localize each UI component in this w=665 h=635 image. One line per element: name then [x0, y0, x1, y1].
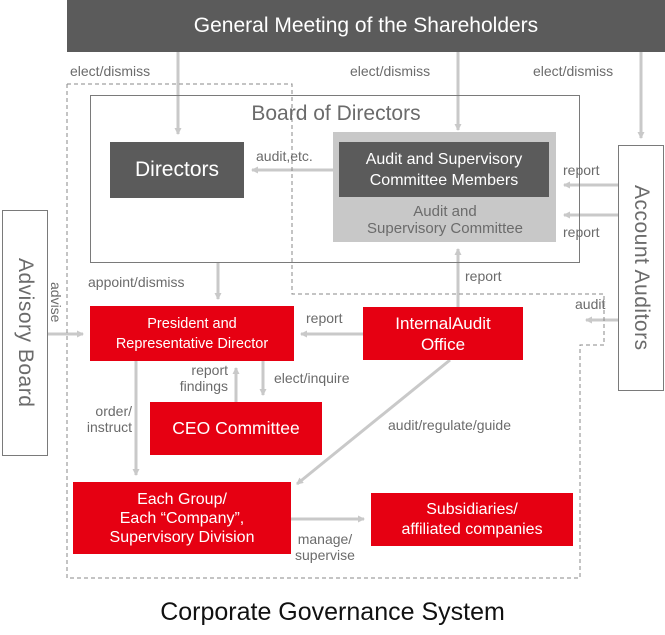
audit-members-line-2: Committee Members [369, 171, 519, 189]
audit-members-line-1: Audit and Supervisory [365, 150, 523, 168]
internal-audit-line-2: Office [420, 334, 466, 354]
arrow-internal-to-each-group [296, 358, 451, 486]
subsidiaries-line-1: Subsidiaries/ [426, 500, 518, 518]
label-report-auditors-2: report [563, 224, 600, 240]
board-of-directors-title: Board of Directors [251, 102, 421, 125]
dashed-company-boundary [66, 83, 605, 579]
label-advise-text: advise [48, 282, 64, 323]
label-report-auditors-1: report [563, 162, 600, 178]
shareholders-meeting-label: General Meeting of the Shareholders [193, 14, 539, 37]
account-auditors-box: Account Auditors [618, 145, 664, 391]
account-auditors-label: Account Auditors [630, 185, 653, 351]
label-audit-regulate-guide: audit/regulate/guide [388, 417, 511, 433]
president-box: President and Representative Director [90, 306, 294, 361]
label-order-instruct: order/ instruct [66, 403, 132, 435]
label-advise: advise [42, 282, 68, 332]
label-manage-supervise-line-1: manage/ [297, 531, 353, 547]
label-elect-dismiss-2: elect/dismiss [350, 63, 431, 79]
label-elect-dismiss-1: elect/dismiss [70, 63, 151, 79]
president-line-1: President and [147, 315, 237, 332]
label-appoint-dismiss: appoint/dismiss [88, 274, 185, 290]
label-report-findings: report findings [162, 362, 228, 394]
diagram-title: Corporate Governance System [160, 597, 505, 626]
subsidiaries-box: Subsidiaries/ affiliated companies [371, 493, 573, 546]
subsidiaries-line-2: affiliated companies [401, 520, 543, 538]
directors-label: Directors [134, 158, 219, 181]
audit-committee-label: Audit and Supervisory Committee [338, 200, 552, 240]
label-report-president: report [306, 310, 343, 326]
label-elect-inquire: elect/inquire [274, 370, 350, 386]
label-order-instruct-line-1: order/ [95, 403, 132, 419]
directors-box: Directors [110, 142, 244, 198]
each-group-line-1: Each Group/ [137, 490, 227, 508]
label-manage-supervise: manage/ supervise [295, 531, 355, 563]
each-group-line-2: Each “Company”, [119, 509, 245, 527]
each-group-box: Each Group/ Each “Company”, Supervisory … [73, 482, 291, 554]
ceo-committee-box: CEO Committee [150, 402, 322, 455]
audit-committee-line-2: Supervisory Committee [367, 220, 523, 237]
ceo-committee-label: CEO Committee [172, 418, 300, 438]
president-line-2: Representative Director [115, 335, 269, 352]
audit-committee-line-1: Audit and [413, 203, 477, 220]
label-audit-etc: audit,etc. [256, 148, 313, 164]
label-audit-auditors: audit [575, 296, 606, 312]
label-report-findings-line-1: report [191, 362, 228, 378]
audit-committee-members-box: Audit and Supervisory Committee Members [339, 142, 549, 197]
label-report-internal-up: report [465, 268, 502, 284]
internal-audit-line-1: InternalAudit [395, 313, 491, 333]
label-manage-supervise-line-2: supervise [295, 547, 355, 563]
label-elect-dismiss-3: elect/dismiss [533, 63, 614, 79]
label-report-findings-line-2: findings [179, 378, 228, 394]
board-of-directors-box [90, 95, 580, 263]
label-order-instruct-line-2: instruct [86, 419, 132, 435]
advisory-board-box: Advisory Board [2, 210, 48, 456]
each-group-line-3: Supervisory Division [109, 528, 255, 546]
internal-audit-office-box: InternalAudit Office [363, 307, 523, 360]
advisory-board-label: Advisory Board [14, 258, 37, 408]
shareholders-meeting-box: General Meeting of the Shareholders [67, 0, 665, 52]
